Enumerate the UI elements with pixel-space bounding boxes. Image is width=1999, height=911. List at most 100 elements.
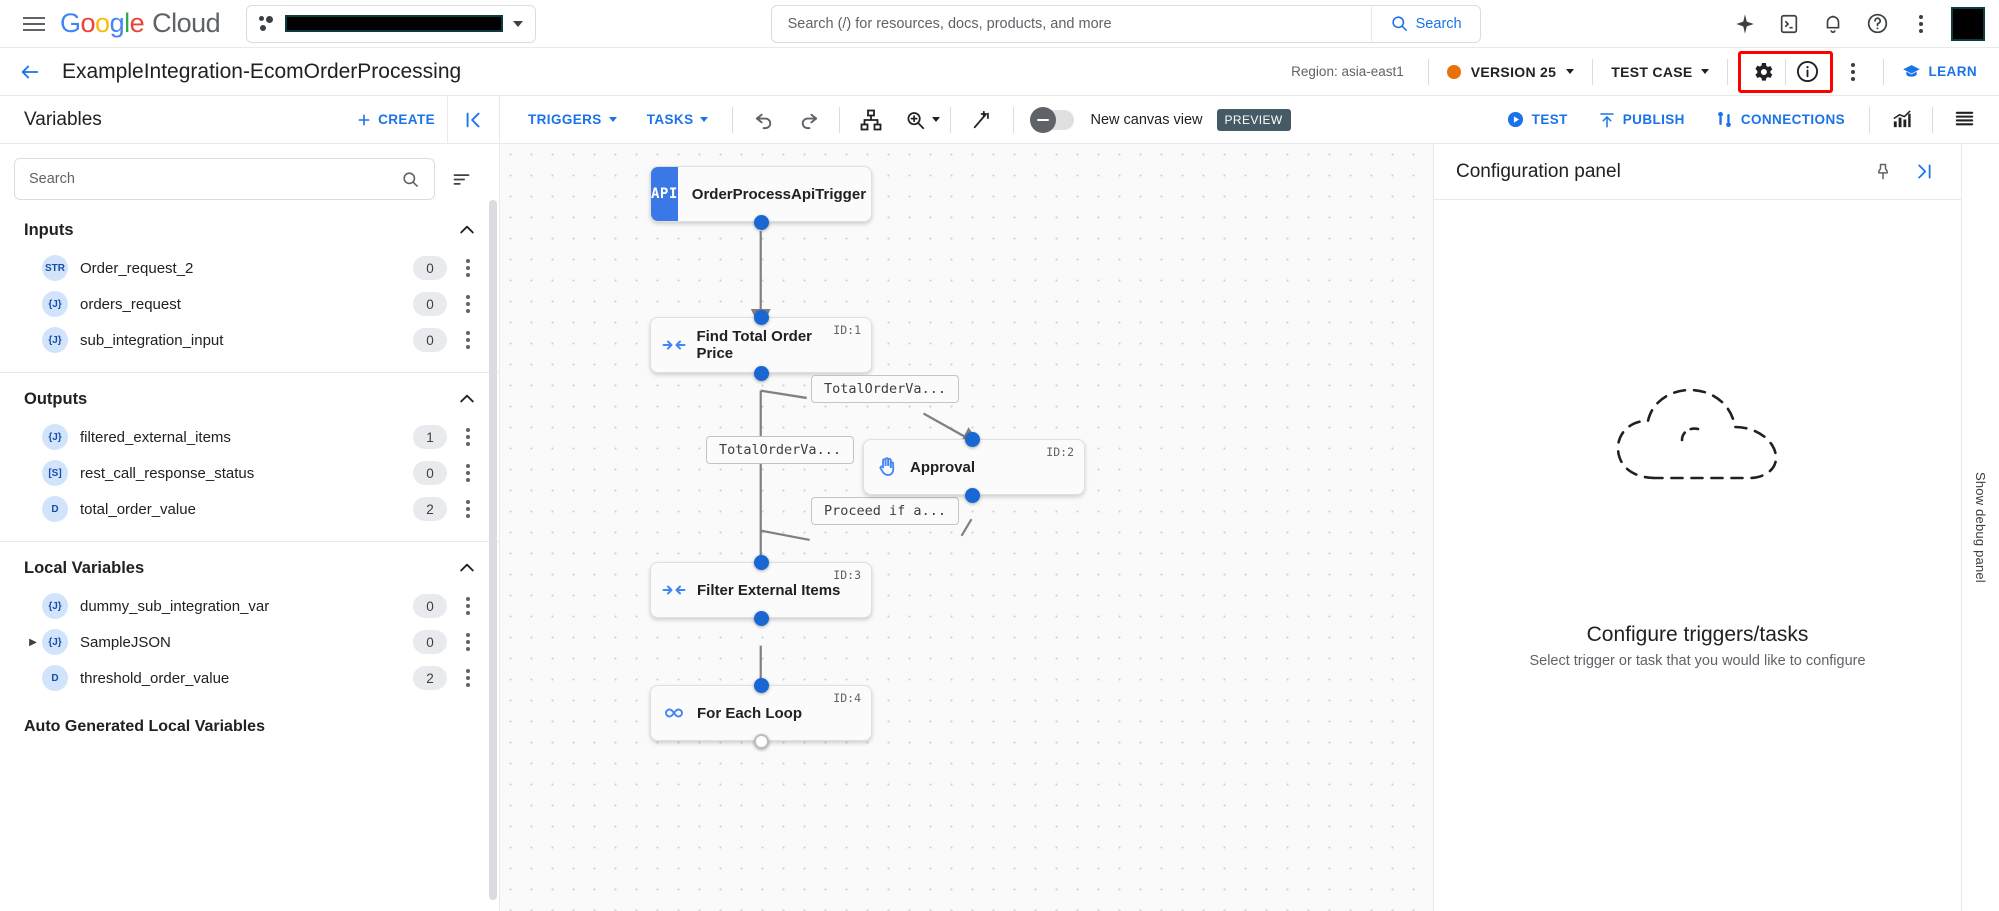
row-more-options-icon[interactable] — [455, 325, 481, 355]
collapse-panel-icon[interactable] — [447, 95, 499, 144]
node-input-port[interactable] — [754, 555, 769, 570]
expand-panel-icon[interactable] — [1903, 152, 1943, 192]
flow-node-task-2[interactable]: Approval ID:2 — [863, 439, 1085, 495]
create-variable-button[interactable]: CREATE — [344, 112, 447, 128]
redo-icon[interactable] — [787, 100, 829, 140]
row-more-options-icon[interactable] — [455, 458, 481, 488]
more-options-icon[interactable] — [1901, 4, 1941, 44]
node-output-port[interactable] — [754, 611, 769, 626]
node-output-port[interactable] — [965, 488, 980, 503]
integration-flow-canvas[interactable]: API OrderProcessApiTrigger Find Total Or… — [500, 144, 1433, 911]
version-selector[interactable]: VERSION 25 — [1439, 64, 1582, 80]
flow-node-task-1[interactable]: Find Total Order Price ID:1 — [650, 317, 872, 373]
search-input[interactable] — [771, 15, 1371, 32]
row-more-options-icon[interactable] — [455, 289, 481, 319]
new-canvas-view-toggle[interactable] — [1030, 106, 1075, 133]
sidebar-scrollbar[interactable] — [489, 200, 497, 900]
notifications-bell-icon[interactable] — [1813, 4, 1853, 44]
variables-group-inputs: Inputs STR Order_request_2 0 {J} orders_… — [0, 210, 499, 366]
node-input-port[interactable] — [754, 678, 769, 693]
variable-row[interactable]: D threshold_order_value 2 — [0, 660, 499, 696]
node-output-port[interactable] — [754, 366, 769, 381]
triggers-menu[interactable]: TRIGGERS — [514, 102, 631, 138]
flow-node-task-4[interactable]: For Each Loop ID:4 — [650, 685, 872, 741]
gemini-sparkle-icon[interactable] — [1725, 4, 1765, 44]
flow-node-task-3[interactable]: Filter External Items ID:3 — [650, 562, 872, 618]
group-header-local-variables[interactable]: Local Variables — [0, 548, 499, 588]
variable-type-badge: {J} — [42, 327, 68, 353]
variable-row[interactable]: [S] rest_call_response_status 0 — [0, 455, 499, 491]
expand-triangle-icon[interactable]: ▶ — [29, 636, 37, 648]
group-header-outputs[interactable]: Outputs — [0, 379, 499, 419]
row-more-options-icon[interactable] — [455, 253, 481, 283]
gear-icon[interactable] — [1743, 54, 1783, 90]
zoom-icon[interactable] — [894, 100, 936, 140]
node-input-port[interactable] — [965, 432, 980, 447]
cloud-shell-icon[interactable] — [1769, 4, 1809, 44]
variable-row[interactable]: STR Order_request_2 0 — [0, 250, 499, 286]
variable-row[interactable]: {J} orders_request 0 — [0, 286, 499, 322]
variables-group-outputs: Outputs {J} filtered_external_items 1 [S… — [0, 379, 499, 535]
test-button[interactable]: TEST — [1492, 102, 1582, 138]
node-input-port[interactable] — [754, 310, 769, 325]
chevron-down-icon — [700, 117, 709, 122]
chevron-down-icon — [1700, 69, 1709, 74]
show-debug-panel-button[interactable]: Show debug panel — [1961, 144, 1999, 911]
variable-row[interactable]: ▶ {J} SampleJSON 0 — [0, 624, 499, 660]
test-case-selector[interactable]: TEST CASE — [1603, 64, 1716, 80]
global-search-box[interactable]: Search — [770, 4, 1481, 43]
chevron-down-icon[interactable] — [932, 117, 941, 122]
group-header-inputs[interactable]: Inputs — [0, 210, 499, 250]
sort-icon[interactable] — [441, 159, 481, 199]
node-label: Approval — [910, 458, 976, 476]
connections-button[interactable]: CONNECTIONS — [1701, 102, 1859, 138]
brand-cloud-text: Cloud — [152, 8, 221, 38]
variable-row[interactable]: {J} dummy_sub_integration_var 0 — [0, 588, 499, 624]
row-more-options-icon[interactable] — [455, 494, 481, 524]
variable-row[interactable]: D total_order_value 2 — [0, 491, 499, 527]
row-more-options-icon[interactable] — [455, 627, 481, 657]
search-button[interactable]: Search — [1370, 5, 1480, 42]
variables-search-box[interactable] — [14, 158, 435, 200]
row-more-options-icon[interactable] — [455, 591, 481, 621]
help-icon[interactable] — [1857, 4, 1897, 44]
learn-button[interactable]: LEARN — [1894, 62, 1986, 81]
back-button[interactable] — [10, 52, 50, 92]
chevron-down-icon — [513, 20, 524, 27]
auto-layout-icon[interactable] — [850, 100, 892, 140]
publish-button[interactable]: PUBLISH — [1584, 102, 1699, 138]
edge-label[interactable]: TotalOrderVa... — [811, 375, 959, 403]
divider — [839, 106, 841, 133]
new-canvas-view-label: New canvas view — [1090, 111, 1203, 128]
info-icon[interactable] — [1788, 54, 1828, 90]
row-more-options-icon[interactable] — [455, 663, 481, 693]
canvas-column: TRIGGERS TASKS — [500, 96, 1999, 911]
analytics-chart-icon[interactable] — [1880, 100, 1922, 140]
project-icon — [259, 15, 275, 33]
avatar[interactable] — [1951, 6, 1985, 41]
triggers-label: TRIGGERS — [528, 112, 602, 127]
variable-name: dummy_sub_integration_var — [80, 597, 270, 615]
tasks-menu[interactable]: TASKS — [633, 102, 723, 138]
undo-icon[interactable] — [743, 100, 785, 140]
magic-wand-icon[interactable] — [961, 100, 1003, 140]
variable-row[interactable]: {J} filtered_external_items 1 — [0, 419, 499, 455]
row-more-options-icon[interactable] — [455, 422, 481, 452]
variable-row[interactable]: {J} sub_integration_input 0 — [0, 322, 499, 358]
flow-node-trigger[interactable]: API OrderProcessApiTrigger — [650, 166, 872, 222]
edge-label[interactable]: Proceed if a... — [811, 497, 959, 525]
divider — [1427, 58, 1429, 85]
project-selector[interactable] — [246, 4, 537, 43]
node-output-port[interactable] — [754, 734, 769, 749]
google-cloud-logo[interactable]: Google Cloud — [60, 8, 221, 38]
topbar-icon-group — [1725, 4, 1985, 44]
search-button-label: Search — [1415, 15, 1462, 32]
more-options-icon[interactable] — [1833, 52, 1873, 92]
edge-label[interactable]: TotalOrderVa... — [706, 436, 854, 464]
pin-icon[interactable] — [1863, 152, 1903, 192]
divider — [1932, 106, 1933, 133]
logs-list-icon[interactable] — [1943, 100, 1985, 140]
menu-icon[interactable] — [14, 4, 54, 44]
node-output-port[interactable] — [754, 215, 769, 230]
search-input[interactable] — [29, 171, 401, 187]
